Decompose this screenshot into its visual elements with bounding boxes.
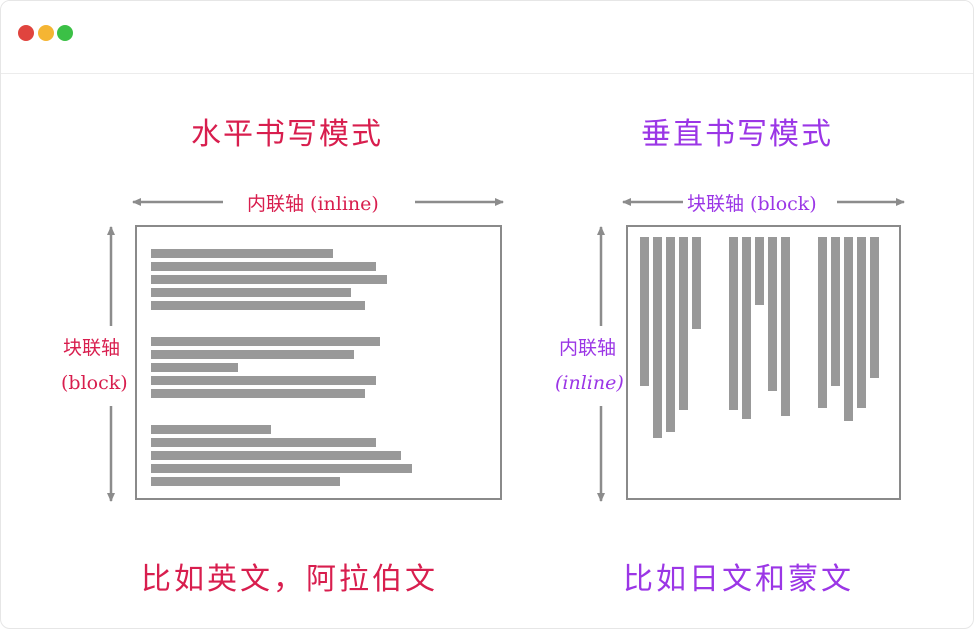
vertical-inline-axis-label-en: (inline) [555, 372, 624, 394]
text-column [768, 237, 777, 391]
text-line [151, 249, 333, 258]
text-line [151, 376, 376, 385]
text-line [151, 363, 238, 372]
vertical-text-frame [626, 225, 901, 500]
text-column [844, 237, 853, 421]
vertical-block-axis-label: 块联轴 (block) [687, 193, 817, 215]
close-window-button[interactable] [18, 25, 34, 41]
text-line [151, 337, 380, 346]
text-column [755, 237, 764, 305]
text-column [692, 237, 701, 329]
maximize-window-button[interactable] [57, 25, 73, 41]
text-column [818, 237, 827, 408]
text-column [666, 237, 675, 432]
text-line [151, 262, 376, 271]
vertical-mode-title: 垂直书写模式 [641, 117, 833, 152]
text-line [151, 389, 365, 398]
horizontal-mode-example: 比如英文，阿拉伯文 [141, 562, 438, 597]
horizontal-block-axis-label: 块联轴 [63, 337, 121, 359]
text-line [151, 301, 365, 310]
vertical-mode-example: 比如日文和蒙文 [623, 562, 854, 597]
text-line [151, 477, 340, 486]
vertical-inline-axis-label: 内联轴 [559, 337, 617, 359]
text-column [857, 237, 866, 408]
horizontal-mode-title: 水平书写模式 [191, 117, 383, 152]
text-line [151, 275, 387, 284]
text-line [151, 350, 354, 359]
horizontal-text-frame [135, 225, 502, 500]
text-column [831, 237, 840, 386]
title-bar [1, 1, 973, 74]
text-line [151, 288, 351, 297]
text-line [151, 425, 271, 434]
text-line [151, 438, 376, 447]
text-column [729, 237, 738, 410]
text-column [679, 237, 688, 410]
text-column [742, 237, 751, 419]
text-line [151, 464, 412, 473]
horizontal-block-axis-label-en: (block) [61, 372, 128, 394]
text-column [870, 237, 879, 378]
text-column [781, 237, 790, 416]
minimize-window-button[interactable] [38, 25, 54, 41]
text-column [640, 237, 649, 386]
horizontal-inline-axis-label: 内联轴 (inline) [247, 193, 379, 215]
text-line [151, 451, 401, 460]
text-column [653, 237, 662, 438]
